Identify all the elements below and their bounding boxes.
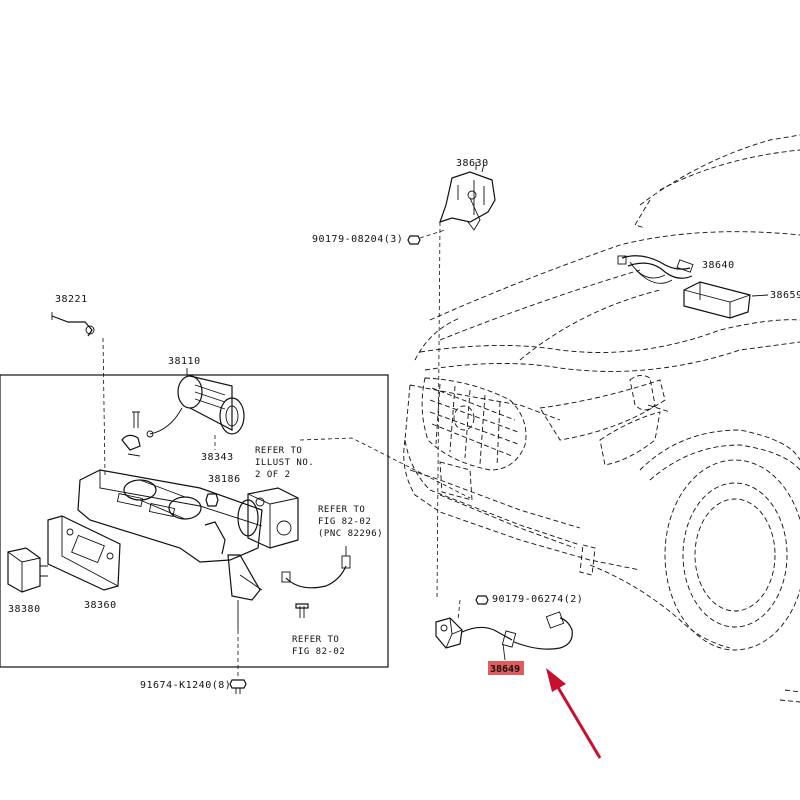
part-38380-bracket <box>7 547 48 593</box>
ref-fig2-2: FIG 82-02 <box>292 647 345 657</box>
highlight-38649 <box>488 661 524 675</box>
part-38659-module <box>683 281 751 319</box>
label-38649: 38649 <box>490 664 520 675</box>
label-38380: 38380 <box>8 604 41 615</box>
part-38630-bracket <box>439 162 496 231</box>
assembly-38110-frame <box>0 374 389 668</box>
ref-fig1-3: (PNC 82296) <box>318 529 383 539</box>
nut-icon <box>407 235 421 245</box>
label-38343: 38343 <box>201 452 234 463</box>
leader-38630 <box>436 221 441 601</box>
label-91674-k1240: 91674-K1240(8) <box>140 680 231 691</box>
part-38221-pin <box>51 312 95 337</box>
part-38360-fairlead <box>47 515 121 591</box>
ref-fig2-1: REFER TO <box>292 635 339 645</box>
ref-illust-2: ILLUST NO. <box>255 458 314 468</box>
bolt-connector <box>295 603 309 618</box>
bolt-icon <box>229 679 247 689</box>
label-38630: 38630 <box>456 158 489 169</box>
ref-illust-1: REFER TO <box>255 446 302 456</box>
label-38221: 38221 <box>55 294 88 305</box>
ref-fig1-1: REFER TO <box>318 505 365 515</box>
part-38649-sensor <box>435 611 573 650</box>
label-38640: 38640 <box>702 260 735 271</box>
vehicle-outline <box>403 134 800 703</box>
actuator-unit <box>237 487 299 549</box>
label-38110: 38110 <box>168 356 201 367</box>
part-38343-drum <box>146 375 245 438</box>
ref-fig1-2: FIG 82-02 <box>318 517 371 527</box>
label-38360: 38360 <box>84 600 117 611</box>
part-38640-harness <box>617 255 694 284</box>
part-38186-nut <box>205 493 219 507</box>
label-90179-06274: 90179-06274(2) <box>492 594 583 605</box>
cable-connector <box>281 546 351 589</box>
bolt-small <box>121 411 141 457</box>
winch-frame <box>77 469 263 601</box>
label-38659: 38659 <box>770 290 800 301</box>
ref-illust-3: 2 OF 2 <box>255 470 291 480</box>
label-90179-08204: 90179-08204(3) <box>312 234 403 245</box>
pointer-arrow-icon <box>546 668 602 759</box>
leader-box-to-vehicle <box>299 437 471 499</box>
nut-icon-2 <box>475 595 489 605</box>
label-38186: 38186 <box>208 474 241 485</box>
